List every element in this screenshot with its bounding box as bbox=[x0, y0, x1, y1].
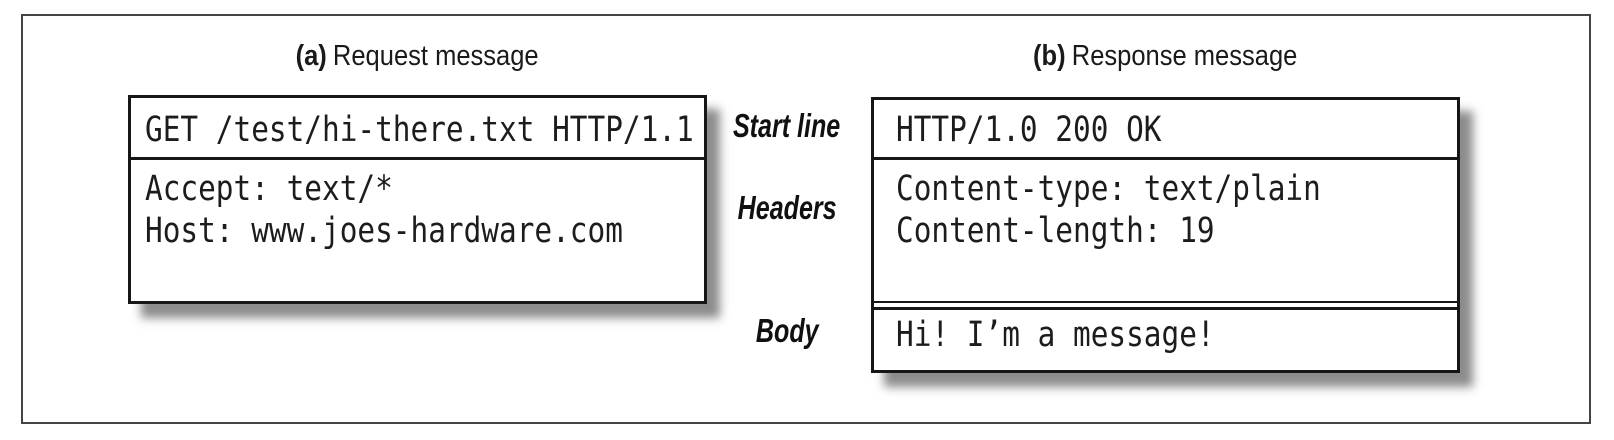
request-start-line: GET /test/hi-there.txt HTTP/1.1 bbox=[145, 109, 694, 150]
row-label-start-line: Start line bbox=[733, 107, 841, 144]
request-headers-section: Accept: text/* Host: www.joes-hardware.c… bbox=[131, 160, 704, 301]
request-panel-title-text: Request message bbox=[333, 40, 540, 72]
response-headers-section: Content-type: text/plain Content-length:… bbox=[874, 160, 1457, 303]
response-header-line: Content-type: text/plain bbox=[896, 169, 1321, 209]
response-body-section: Hi! I’m a message! bbox=[874, 307, 1457, 370]
request-message-box: GET /test/hi-there.txt HTTP/1.1 Accept: … bbox=[128, 95, 707, 304]
request-panel-title-prefix: (a) bbox=[295, 40, 328, 72]
response-start-line: HTTP/1.0 200 OK bbox=[896, 109, 1162, 150]
response-panel-title-text: Response message bbox=[1072, 40, 1298, 72]
response-header-line: Content-length: 19 bbox=[896, 211, 1215, 251]
response-message-box: HTTP/1.0 200 OK Content-type: text/plain… bbox=[871, 97, 1460, 373]
request-header-line: Accept: text/* bbox=[145, 169, 393, 209]
request-start-line-section: GET /test/hi-there.txt HTTP/1.1 bbox=[131, 98, 704, 160]
response-body-line: Hi! I’m a message! bbox=[896, 315, 1215, 355]
response-panel-title: (b)Response message bbox=[871, 40, 1460, 76]
row-label-body: Body bbox=[755, 312, 819, 349]
request-panel-title: (a)Request message bbox=[128, 40, 707, 76]
response-start-line-section: HTTP/1.0 200 OK bbox=[874, 100, 1457, 160]
headers-body-divider-gap bbox=[874, 303, 1457, 307]
request-header-line: Host: www.joes-hardware.com bbox=[145, 211, 623, 251]
row-label-headers: Headers bbox=[737, 189, 837, 226]
response-panel-title-prefix: (b) bbox=[1033, 40, 1066, 72]
